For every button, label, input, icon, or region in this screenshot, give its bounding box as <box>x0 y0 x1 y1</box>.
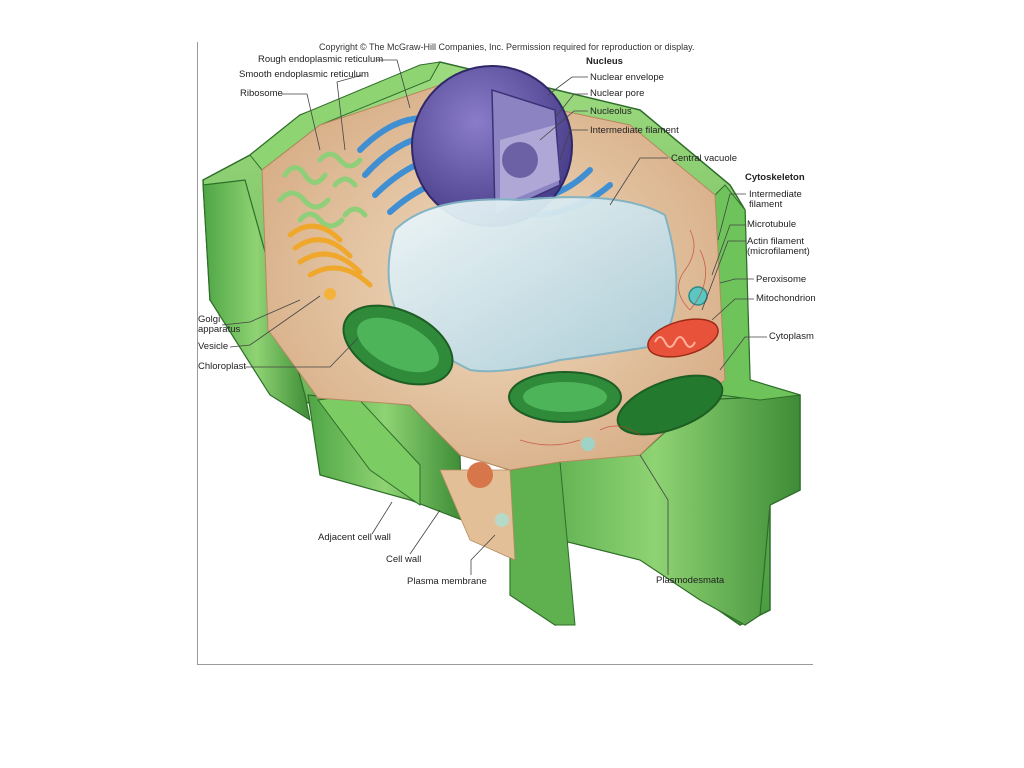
label-golgi-line2: apparatus <box>198 324 241 335</box>
copyright-notice: Copyright © The McGraw-Hill Companies, I… <box>319 42 695 52</box>
label-intermediate-filament-line1: Intermediate <box>749 189 802 200</box>
label-nucleus: Nucleus <box>586 56 623 67</box>
label-central-vacuole: Central vacuole <box>671 153 738 164</box>
chloroplast <box>342 304 724 436</box>
label-actin-line2: (microfilament) <box>747 246 810 257</box>
mitochondrion <box>647 318 719 358</box>
actin-filaments <box>519 229 706 446</box>
label-intermediate-filament-nucleus: Intermediate filament <box>590 125 679 136</box>
vesicle <box>324 288 336 300</box>
label-vesicle: Vesicle <box>198 341 229 352</box>
vesicle-body <box>581 437 595 451</box>
label-nucleolus: Nucleolus <box>590 106 632 117</box>
label-microtubule: Microtubule <box>747 219 797 230</box>
label-golgi-line1: Golgi <box>198 314 221 325</box>
label-smooth-er: Smooth endoplasmic reticulum <box>239 69 369 80</box>
golgi-apparatus <box>287 223 373 288</box>
label-ribosome: Ribosome <box>240 88 283 99</box>
label-actin-line1: Actin filament <box>747 236 805 247</box>
label-peroxisome: Peroxisome <box>756 274 807 285</box>
label-mitochondrion: Mitochondrion <box>756 293 816 304</box>
label-plasmodesmata: Plasmodesmata <box>656 575 725 586</box>
leader-lines <box>221 59 767 575</box>
label-cell-wall: Cell wall <box>386 554 422 565</box>
nucleus <box>411 65 573 227</box>
peroxisome <box>688 286 708 306</box>
label-rough-er: Rough endoplasmic reticulum <box>258 54 384 65</box>
vesicle-body <box>467 462 493 488</box>
label-chloroplast: Chloroplast <box>198 361 247 372</box>
label-plasma-membrane: Plasma membrane <box>407 576 487 587</box>
label-nuclear-envelope: Nuclear envelope <box>590 72 664 83</box>
label-cytoskeleton: Cytoskeleton <box>745 172 805 183</box>
label-intermediate-filament-line2: filament <box>749 199 783 210</box>
vesicle-body <box>495 513 509 527</box>
label-cytoplasm: Cytoplasm <box>769 331 814 342</box>
label-adjacent-cell-wall: Adjacent cell wall <box>318 532 391 543</box>
label-nuclear-pore: Nuclear pore <box>590 88 645 99</box>
figure-frame <box>197 42 813 665</box>
smooth-er <box>277 151 368 229</box>
